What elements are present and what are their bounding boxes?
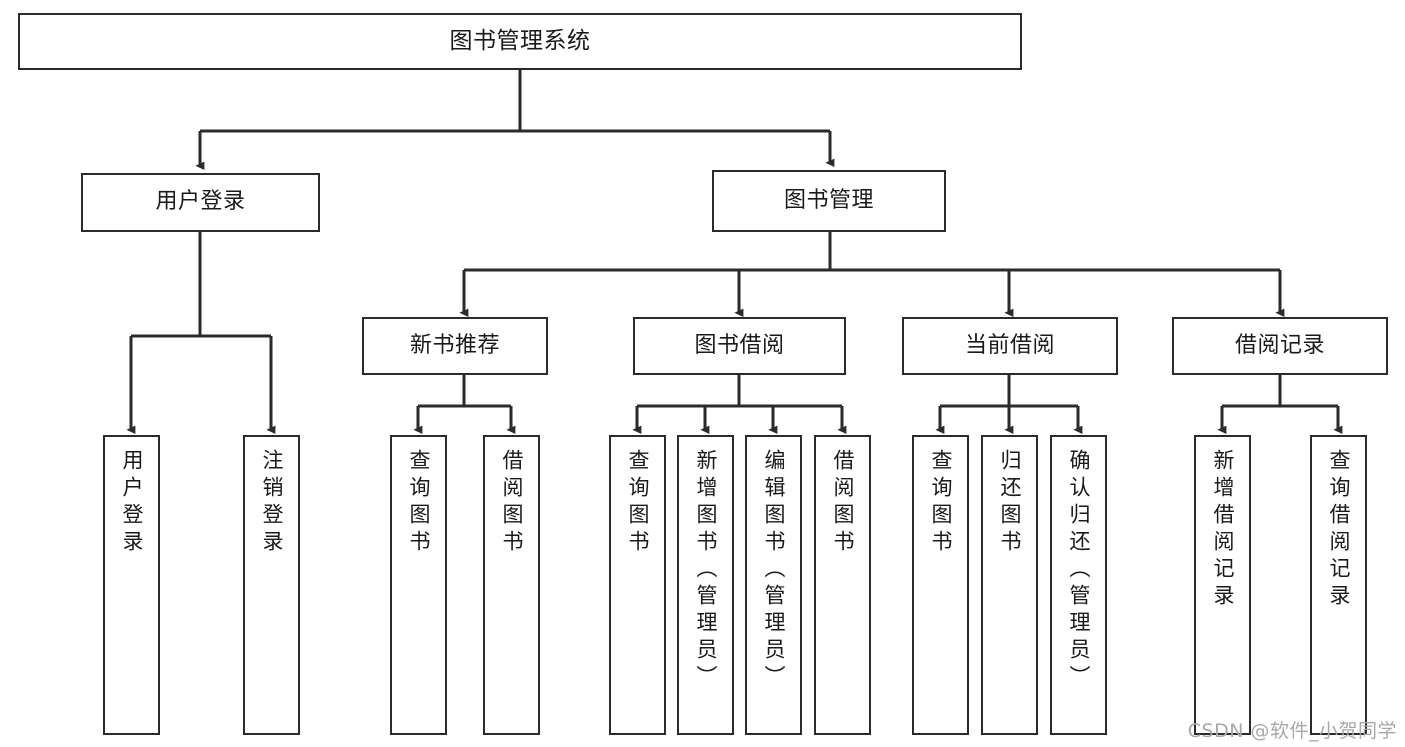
node-new-book-recommendation[interactable]: 新书推荐 — [362, 317, 548, 375]
leaf-add-borrow-record[interactable]: 新增借阅记录 — [1194, 435, 1251, 735]
node-label: 查询借阅记录 — [1327, 449, 1351, 611]
leaf-edit-book-admin[interactable]: 编辑图书（管理员） — [745, 435, 802, 735]
leaf-query-borrow-record[interactable]: 查询借阅记录 — [1310, 435, 1367, 735]
node-user-login[interactable]: 用户登录 — [81, 173, 320, 232]
node-book-management[interactable]: 图书管理 — [712, 170, 946, 232]
node-label: 新增借阅记录 — [1211, 449, 1235, 611]
node-label: 查询图书 — [929, 449, 953, 557]
node-label: 新增图书（管理员） — [694, 449, 718, 692]
node-label: 编辑图书（管理员） — [762, 449, 786, 692]
node-label: 借阅记录 — [1234, 332, 1325, 358]
node-label: 当前借阅 — [964, 332, 1055, 358]
leaf-query-books-newbook[interactable]: 查询图书 — [390, 435, 447, 735]
node-label: 注销登录 — [260, 449, 284, 557]
node-label: 查询图书 — [407, 449, 431, 557]
node-root-book-management-system[interactable]: 图书管理系统 — [18, 13, 1022, 70]
node-label: 借阅图书 — [500, 449, 524, 557]
leaf-query-books-borrow[interactable]: 查询图书 — [609, 435, 666, 735]
node-label: 查询图书 — [626, 449, 650, 557]
leaf-logout[interactable]: 注销登录 — [243, 435, 300, 735]
leaf-borrow-books-borrow[interactable]: 借阅图书 — [814, 435, 871, 735]
leaf-add-book-admin[interactable]: 新增图书（管理员） — [677, 435, 734, 735]
node-label: 用户登录 — [155, 189, 246, 215]
node-current-borrowing[interactable]: 当前借阅 — [902, 317, 1118, 375]
leaf-user-login[interactable]: 用户登录 — [103, 435, 160, 735]
node-borrowing-records[interactable]: 借阅记录 — [1172, 317, 1388, 375]
node-label: 新书推荐 — [409, 332, 500, 358]
node-label: 图书管理 — [783, 187, 874, 213]
leaf-confirm-return-admin[interactable]: 确认归还（管理员） — [1050, 435, 1107, 735]
node-label: 图书管理系统 — [449, 27, 591, 54]
node-label: 确认归还（管理员） — [1067, 449, 1091, 692]
leaf-query-books-current[interactable]: 查询图书 — [912, 435, 969, 735]
node-label: 归还图书 — [998, 449, 1022, 557]
node-label: 图书借阅 — [694, 332, 785, 358]
leaf-borrow-books-newbook[interactable]: 借阅图书 — [483, 435, 540, 735]
node-book-borrowing[interactable]: 图书借阅 — [633, 317, 846, 375]
node-label: 用户登录 — [120, 449, 144, 557]
leaf-return-books[interactable]: 归还图书 — [981, 435, 1038, 735]
node-label: 借阅图书 — [831, 449, 855, 557]
